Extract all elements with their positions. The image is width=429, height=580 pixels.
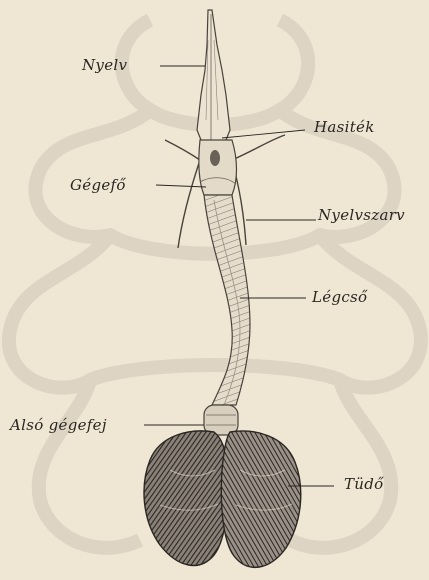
leader-gegefo — [156, 185, 206, 187]
label-nyelvszarv: Nyelvszarv — [318, 206, 405, 224]
lungs-shape — [144, 431, 301, 567]
leader-hasitek — [222, 130, 305, 138]
label-legcso: Légcső — [312, 288, 367, 306]
label-gegefo: Gégefő — [70, 176, 126, 194]
label-tudo: Tüdő — [344, 475, 384, 493]
label-also-gegefej: Alsó gégefej — [10, 416, 107, 434]
trachea-shape — [204, 195, 250, 405]
tongue-shape — [197, 10, 230, 150]
syrinx-shape — [204, 405, 238, 435]
label-nyelv: Nyelv — [82, 56, 127, 74]
label-hasitek: Hasiték — [314, 118, 375, 136]
